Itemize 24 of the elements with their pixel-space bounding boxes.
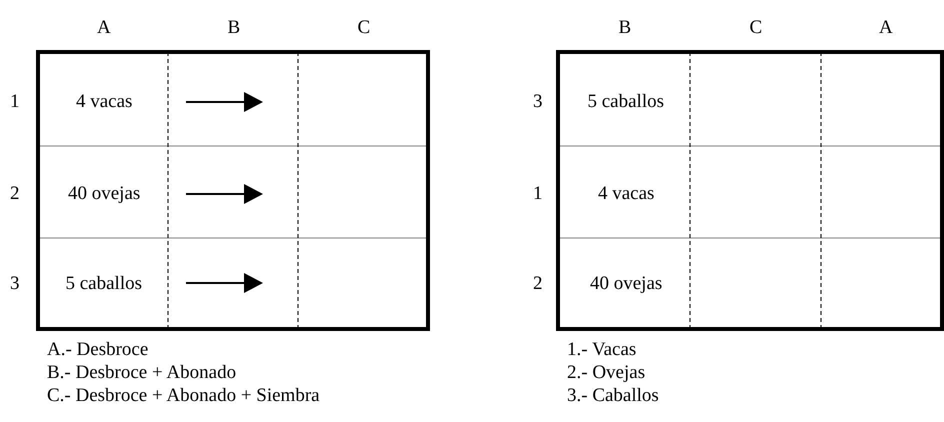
key-note: 2.- Ovejas [567,362,646,384]
animal-count: 4 vacas [76,91,132,113]
animal-count: 4 vacas [598,183,654,205]
column-letter: C [358,17,370,39]
key-note: B.- Desbroce + Abonado [47,362,236,384]
animal-count: 40 ovejas [68,183,140,205]
row-number: 3 [10,273,20,295]
row-number: 1 [10,91,20,113]
key-note: C.- Desbroce + Abonado + Siembra [47,385,320,407]
column-letter: A [97,17,111,39]
key-note: 3.- Caballos [567,385,659,407]
key-note: 1.- Vacas [567,339,636,361]
column-letter: C [750,17,762,39]
column-letter: B [618,17,632,39]
row-number: 3 [533,91,542,113]
key-note: A.- Desbroce [47,339,148,361]
row-number: 2 [533,273,542,295]
animal-count: 40 ovejas [590,273,662,295]
column-letter: B [228,17,240,39]
row-number: 1 [533,183,542,205]
column-letter: A [879,17,893,39]
row-number: 2 [10,183,20,205]
animal-count: 5 caballos [66,273,142,295]
animal-count: 5 caballos [588,91,664,113]
